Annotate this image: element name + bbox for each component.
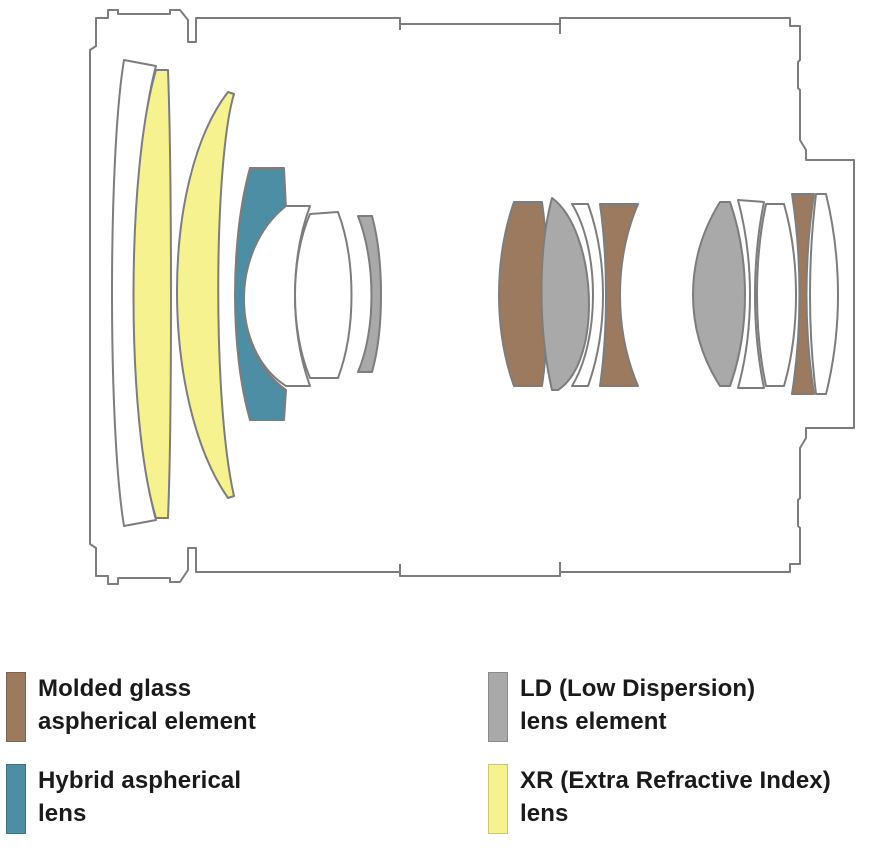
legend-label-molded: Molded glass aspherical element (38, 672, 418, 738)
lens-element-xr-2 (176, 91, 235, 499)
legend-label-molded-line2: aspherical element (38, 708, 256, 735)
lens-barrel-outline (89, 9, 855, 585)
lens-element-rear-clear-b (756, 203, 797, 387)
legend-label-ld-line1: LD (Low Dispersion) (520, 675, 756, 702)
legend-label-hybrid-line1: Hybrid aspherical (38, 767, 242, 794)
lens-element-rear-clear-a (737, 199, 765, 389)
lens-element-group2-clear-b (294, 211, 353, 379)
lens-element-rear-clear-c (809, 193, 839, 395)
legend-label-hybrid-line2: lens (38, 800, 87, 827)
legend-label-xr-line1: XR (Extra Refractive Index) (520, 767, 831, 794)
lens-element-rear-molded (791, 193, 815, 395)
legend-label-hybrid: Hybrid aspherical lens (38, 764, 418, 830)
legend-swatch-molded (6, 672, 26, 742)
lens-element-group2-ld-thin (357, 215, 382, 373)
lens-element-mid-clear (571, 203, 604, 387)
lens-construction-diagram (89, 9, 855, 585)
legend-label-ld: LD (Low Dispersion) lens element (520, 672, 888, 738)
legend-swatch-ld (488, 672, 508, 742)
legend-label-ld-line2: lens element (520, 708, 667, 735)
legend-label-xr-line2: lens (520, 800, 569, 827)
lens-element-rear-ld (692, 201, 746, 387)
lens-element-mid-molded-2 (599, 203, 639, 387)
legend-label-molded-line1: Molded glass (38, 675, 192, 702)
legend-swatch-hybrid (6, 764, 26, 834)
lens-element-xr-1 (132, 69, 172, 519)
legend-label-xr: XR (Extra Refractive Index) lens (520, 764, 888, 830)
lens-element-mid-ld (540, 197, 590, 391)
legend-swatch-xr (488, 764, 508, 834)
